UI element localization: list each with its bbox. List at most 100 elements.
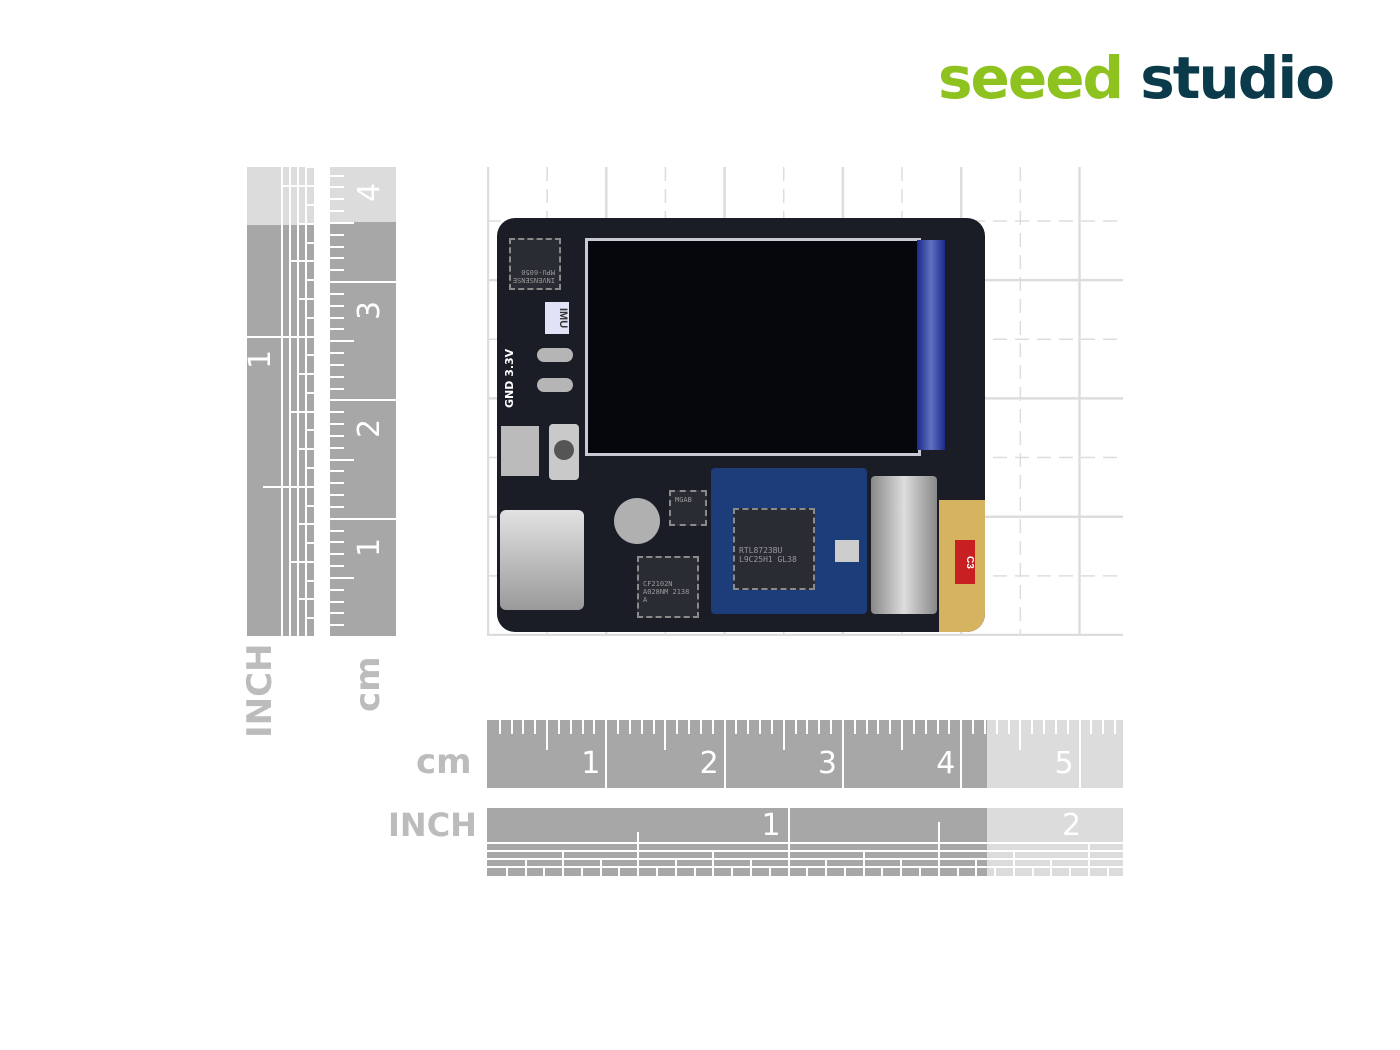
ruler-tick	[806, 866, 809, 876]
ruler-line	[289, 167, 291, 636]
ruler-tick	[782, 720, 785, 750]
ruler-tick	[794, 720, 797, 734]
ruler-tick	[305, 410, 314, 413]
ruler-label-3: 3	[352, 301, 388, 321]
ruler-tick	[330, 411, 344, 414]
ruler-tick	[640, 720, 643, 734]
horizontal-inch-unit: INCH	[388, 806, 477, 844]
ruler-tick	[1106, 866, 1109, 876]
ruler-tick	[1102, 720, 1105, 734]
ruler-line	[305, 167, 307, 636]
ruler-tick	[918, 866, 921, 876]
ruler-line	[281, 167, 283, 636]
ruler-tick	[994, 866, 997, 876]
ruler-tick	[543, 866, 546, 876]
ruler-tick	[330, 245, 344, 248]
ruler-tick	[330, 458, 354, 461]
ruler-tick	[330, 174, 344, 177]
ruler-tick	[546, 720, 549, 750]
ruler-tick	[510, 720, 513, 734]
ruler-tick	[617, 720, 620, 734]
ruler-tick	[330, 470, 344, 473]
antenna-area: C3	[939, 500, 985, 632]
ruler-tick	[305, 617, 314, 620]
ruler-tick	[330, 363, 344, 366]
ruler-tick	[1019, 720, 1022, 750]
ruler-tick	[768, 866, 771, 876]
ruler-tick	[534, 720, 537, 734]
ruler-line	[487, 850, 1123, 852]
ruler-tick	[759, 720, 762, 734]
crystal	[835, 540, 859, 562]
ruler-tick	[330, 257, 344, 260]
ruler-tick	[522, 720, 525, 734]
ruler-tick	[865, 720, 868, 734]
ruler-tick	[1113, 720, 1116, 734]
ruler-label-4: 4	[936, 746, 956, 781]
ruler-tick	[1050, 866, 1053, 876]
ruler-tick	[901, 720, 904, 750]
ruler-tick	[305, 466, 314, 469]
usb-uart-chip: CF2102N A028NM 2138 A	[637, 556, 699, 618]
ruler-tick	[1054, 720, 1057, 734]
usb-c-port	[500, 510, 584, 610]
ruler-tick	[711, 720, 714, 734]
ruler-tick	[1043, 720, 1045, 734]
ruler-tick	[557, 720, 560, 734]
vertical-inch-unit: INCH	[240, 643, 280, 738]
ruler-tick	[853, 720, 856, 734]
ruler-tick	[900, 866, 903, 876]
gnd-pad	[537, 348, 573, 362]
power-switch	[501, 426, 539, 476]
display-flex-cable	[917, 240, 945, 450]
ruler-tick	[936, 720, 939, 734]
ruler-tick	[983, 720, 986, 734]
ruler-tick	[330, 624, 344, 627]
ruler-tick	[656, 866, 659, 876]
ruler-tick	[330, 565, 344, 568]
horizontal-cm-unit: cm	[416, 742, 472, 782]
ruler-tick	[305, 373, 314, 376]
ruler-tick	[330, 375, 344, 378]
ruler-tick	[562, 866, 565, 876]
ruler-tick	[305, 204, 314, 207]
ruler-label-1: 1	[247, 349, 278, 368]
ruler-label-4: 4	[352, 182, 388, 202]
ruler-tick	[749, 866, 752, 876]
ruler-tick	[723, 720, 726, 788]
logo-seeed: seeed	[938, 44, 1124, 112]
ruler-label-1: 1	[581, 746, 601, 781]
small-chip: MGAB	[669, 490, 707, 526]
ruler-tick	[330, 281, 396, 284]
ruler-tick	[330, 576, 354, 579]
ruler-tick	[843, 866, 846, 876]
ruler-line	[487, 858, 1123, 860]
ruler-tick	[498, 720, 501, 734]
ruler-tick	[330, 387, 344, 390]
ruler-tick	[247, 335, 314, 338]
button	[549, 424, 579, 480]
ruler-tick	[305, 579, 314, 582]
ruler-tick	[305, 542, 314, 545]
ruler-tick	[841, 720, 844, 788]
3v3-pad	[537, 378, 573, 392]
ruler-tick	[618, 866, 621, 876]
ruler-tick	[330, 269, 344, 272]
ruler-tick	[305, 448, 314, 451]
ruler-tick	[948, 720, 951, 734]
ruler-tick	[330, 446, 344, 449]
ruler-tick	[330, 541, 344, 544]
ruler-tick	[330, 517, 396, 520]
ruler-tick	[1031, 720, 1034, 734]
ruler-tick	[972, 720, 975, 734]
ruler-tick	[330, 494, 344, 497]
logo-studio: studio	[1140, 44, 1335, 112]
ruler-tick	[956, 866, 959, 876]
ruler-tick	[330, 198, 344, 201]
ruler-line	[487, 866, 1123, 868]
power-pin-label: GND 3.3V	[503, 348, 516, 408]
ruler-tick	[787, 808, 790, 876]
ruler-tick	[664, 720, 667, 750]
ruler-tick	[937, 822, 940, 876]
ruler-tick	[305, 504, 314, 507]
